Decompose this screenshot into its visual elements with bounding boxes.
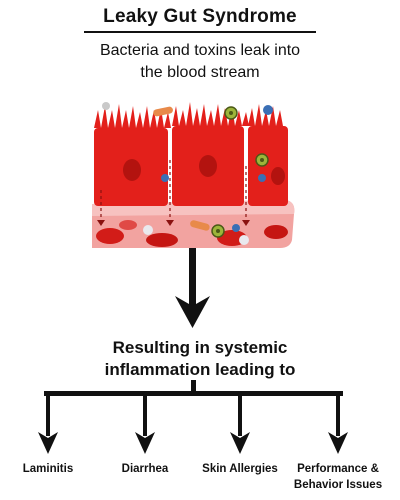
- leak-arrowhead: [242, 220, 250, 226]
- result-line-2: inflammation leading to: [104, 360, 296, 379]
- red-blood-cell: [96, 228, 124, 244]
- branch-arrow: [328, 394, 348, 454]
- branch-arrow: [230, 394, 250, 454]
- red-blood-cell: [146, 233, 178, 247]
- result-statement: Resulting in systemic inflammation leadi…: [0, 337, 400, 381]
- subtitle-line-2: the blood stream: [140, 64, 260, 81]
- leak-arrowhead: [166, 220, 174, 226]
- result-line-1: Resulting in systemic: [112, 338, 288, 357]
- virus-particle: [260, 158, 264, 162]
- outcome-skin-allergies: Skin Allergies: [202, 463, 278, 475]
- red-blood-cell: [119, 220, 137, 230]
- bacteria-particle: [102, 102, 110, 110]
- virus-particle: [229, 111, 233, 115]
- bacteria-particle: [239, 235, 249, 245]
- outcome-line-1: Performance &: [297, 463, 379, 475]
- outcome-line-2: Behavior Issues: [293, 479, 383, 491]
- epithelial-cell: [94, 104, 171, 206]
- bacteria-particle: [143, 225, 153, 235]
- bacteria-particle: [258, 174, 266, 182]
- gut-illustration: [92, 102, 295, 248]
- outcome-performance-behavior: Performance & Behavior Issues: [286, 461, 390, 493]
- virus-particle: [216, 229, 220, 233]
- bacteria-particle: [263, 105, 273, 115]
- epithelial-cell: [248, 104, 288, 206]
- outcome-diarrhea: Diarrhea: [121, 463, 169, 475]
- branch-arrow: [135, 394, 155, 454]
- toxin-particle: [153, 106, 173, 117]
- diagram-title: Leaky Gut Syndrome: [103, 6, 297, 27]
- epithelial-cell: [172, 102, 249, 206]
- branch-connector: [44, 380, 343, 396]
- branch-arrow: [38, 394, 58, 454]
- red-blood-cell: [264, 225, 288, 239]
- diagram-subtitle: Bacteria and toxins leak into the blood …: [0, 40, 400, 84]
- title-underline: [84, 31, 316, 33]
- outcome-laminitis: Laminitis: [22, 463, 74, 475]
- bacteria-particle: [161, 174, 169, 182]
- bacteria-particle: [232, 224, 240, 232]
- leak-arrowhead: [97, 220, 105, 226]
- subtitle-line-1: Bacteria and toxins leak into: [99, 42, 301, 59]
- main-flow-arrow: [175, 248, 210, 328]
- toxin-particle: [190, 220, 210, 231]
